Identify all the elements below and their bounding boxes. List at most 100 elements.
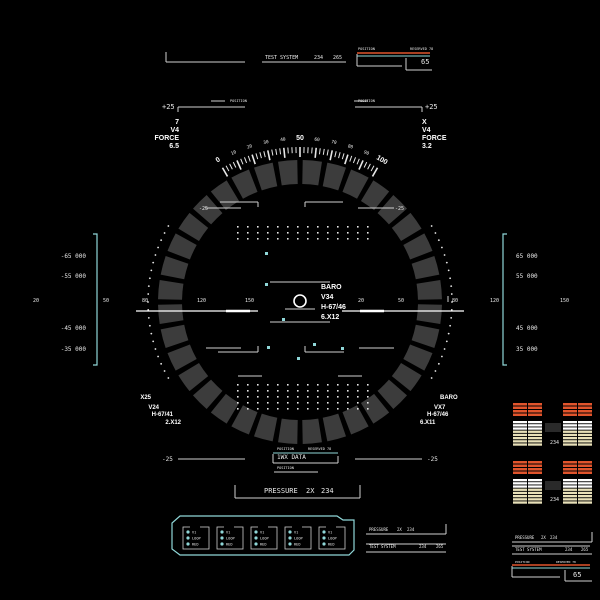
lower-left-line: V24 xyxy=(148,405,159,411)
eq-bar xyxy=(528,485,542,488)
grid-dot xyxy=(327,402,329,404)
ring-segment xyxy=(377,194,408,225)
lower-left-line: H-67/41 xyxy=(152,412,174,418)
ring-segment xyxy=(342,169,369,199)
top-right-position-panel: POSITION RESERVED 78 65 xyxy=(356,47,433,71)
br-pressure-label: PRESSURE xyxy=(515,535,535,540)
arc-dot xyxy=(450,285,453,288)
eq-bar xyxy=(578,440,592,443)
grid-dot xyxy=(237,384,239,386)
grid-dot xyxy=(307,232,309,234)
hscale-label: 120 xyxy=(490,298,499,304)
gauge-tick xyxy=(275,148,278,155)
eq-bar xyxy=(528,433,542,437)
mid-pressure-value: 234 xyxy=(407,527,415,532)
eq-bar xyxy=(578,437,592,440)
arc-dot xyxy=(167,377,170,379)
grid-dot xyxy=(307,238,309,240)
pressure-unit: 2X xyxy=(306,487,315,495)
eq-bar xyxy=(513,437,527,440)
arc-dot xyxy=(437,362,440,365)
gauge-tick xyxy=(367,163,371,170)
arc-dot xyxy=(148,277,151,280)
bottom-right-mark: -25 xyxy=(427,456,438,463)
ring-segment xyxy=(167,233,197,260)
grid-dot xyxy=(307,226,309,228)
gauge-tick-label: 70 xyxy=(331,139,338,146)
gauge-tick xyxy=(266,150,271,161)
arc-dot xyxy=(147,285,150,288)
eq-bar xyxy=(528,495,542,498)
eq-bar xyxy=(578,501,592,504)
grid-dot xyxy=(337,238,339,240)
eq-bar xyxy=(578,424,592,427)
grid-dot xyxy=(367,238,369,240)
eq-bar xyxy=(513,433,527,437)
module-notch xyxy=(292,525,302,528)
left-altitude: -65 000 xyxy=(61,253,87,260)
arc-dot xyxy=(450,316,453,319)
ring-segment xyxy=(210,180,240,211)
eq-bar xyxy=(563,421,577,424)
br-test-code-a: 234 xyxy=(565,547,573,552)
grid-dot xyxy=(357,408,359,410)
right-altitude: 65 000 xyxy=(516,253,538,260)
lower-left-readout: X25 V24 H-67/41 2.X12 xyxy=(140,395,181,426)
horizontal-scale: 20 50 80 120 150 20 50 80 120 150 xyxy=(33,296,569,304)
gauge-tick xyxy=(229,163,233,170)
grid-dot xyxy=(367,384,369,386)
eq-bar xyxy=(578,443,592,446)
arc-dot xyxy=(160,362,163,365)
eq-bar-orange xyxy=(578,403,592,406)
br-pos-label-a: POSITION xyxy=(515,560,530,564)
eq-bar xyxy=(513,430,527,433)
arc-dot xyxy=(160,239,163,242)
arc-dot xyxy=(449,324,452,327)
grid-dot xyxy=(317,390,319,392)
grid-dot xyxy=(237,402,239,404)
ring-segment xyxy=(254,413,278,442)
gauge-tick xyxy=(326,149,329,156)
eq-bar xyxy=(528,427,542,430)
top-right-value: 65 xyxy=(421,58,429,66)
grid-dot xyxy=(297,238,299,240)
module-led xyxy=(322,536,326,540)
gauge-tick xyxy=(243,157,248,164)
grid-dot xyxy=(357,390,359,392)
upper-right-bracket: POSITION +25 xyxy=(354,99,438,112)
gauge-tick-label: 100 xyxy=(375,154,389,166)
center-readout: BARO V34 H-67/46 6.X12 xyxy=(321,284,346,321)
pressure-value: 234 xyxy=(321,487,334,495)
left-readout-line: 7 xyxy=(175,119,179,126)
hscale-far-left: 20 xyxy=(33,298,39,304)
eq-screen xyxy=(545,481,561,490)
module-row-label: LOOP xyxy=(260,537,269,541)
module-row-label: RED xyxy=(294,543,301,547)
eq-bar xyxy=(563,427,577,430)
eq-bar xyxy=(528,479,542,482)
left-readout: 7 V4 FORCE 6.5 xyxy=(155,119,180,150)
eq-bar-orange xyxy=(578,468,592,471)
module-row-label: LOOP xyxy=(226,537,235,541)
grid-dot xyxy=(327,238,329,240)
eq-bar xyxy=(563,440,577,443)
ring-segment xyxy=(403,344,433,371)
eq-bar xyxy=(578,430,592,433)
gauge-tick xyxy=(370,165,375,172)
eq-bar xyxy=(578,427,592,430)
module-notch xyxy=(224,525,234,528)
ring-segment xyxy=(160,256,189,280)
upper-left-bracket: +25 POSITION xyxy=(162,99,247,112)
grid-dot xyxy=(367,408,369,410)
gauge-tick xyxy=(251,154,256,165)
grid-dot xyxy=(357,384,359,386)
arc-dot xyxy=(443,254,446,256)
eq-bar-orange xyxy=(528,406,542,409)
gauge-tick xyxy=(318,148,321,155)
mid-pressure-unit: 2X xyxy=(397,527,402,532)
gauge-tick-label: 30 xyxy=(263,139,270,146)
eq-bar-orange xyxy=(578,461,592,464)
eq-value-a: 234 xyxy=(550,440,559,446)
grid-dot xyxy=(357,402,359,404)
